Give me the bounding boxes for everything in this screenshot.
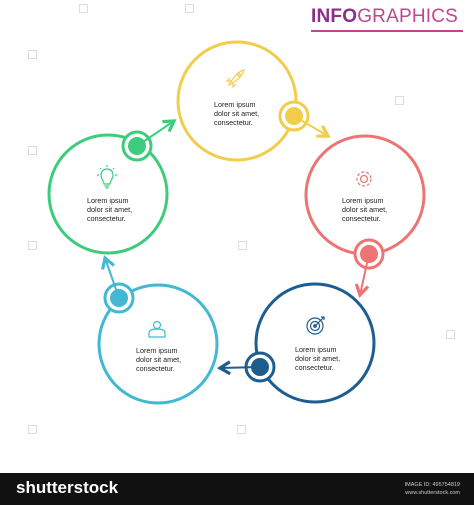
watermark-mark — [28, 241, 37, 250]
step-4-node — [97, 255, 219, 405]
image-id-label: IMAGE ID: 495754819 — [404, 482, 460, 488]
step-5-line-3: consectetur. — [87, 214, 126, 223]
step-3-line-1: Lorem ipsum — [295, 345, 337, 354]
step-3-node — [216, 282, 376, 404]
step-3-line-3: consectetur. — [295, 363, 334, 372]
title-info: INFO — [311, 6, 358, 27]
step-3-text: Lorem ipsum dolor sit amet, consectetur. — [295, 345, 390, 372]
step-4-line-2: dolor sit amet, — [136, 355, 182, 364]
step-3-line-2: dolor sit amet, — [295, 354, 341, 363]
watermark-mark — [237, 425, 246, 434]
step-5-line-2: dolor sit amet, — [87, 205, 133, 214]
step-5-text: Lorem ipsum dolor sit amet, consectetur. — [87, 196, 182, 223]
step-1-line-3: consectetur. — [214, 118, 253, 127]
watermark-mark — [395, 96, 404, 105]
step-4-line-3: consectetur. — [136, 364, 175, 373]
watermark-mark — [28, 50, 37, 59]
target-icon — [306, 316, 325, 335]
shutterstock-logo: shutterstock — [16, 478, 119, 497]
step-2-line-2: dolor sit amet, — [342, 205, 388, 214]
lightbulb-icon — [97, 165, 117, 189]
step-2-node — [304, 134, 426, 299]
watermark-mark — [238, 241, 247, 250]
step-2-line-1: Lorem ipsum — [342, 196, 384, 205]
step-5-node — [47, 119, 177, 255]
step-2-line-3: consectetur. — [342, 214, 381, 223]
cycle-diagram — [47, 40, 426, 405]
watermark-mark — [28, 425, 37, 434]
title-underline — [311, 30, 463, 32]
site-url: www.shutterstock.com — [405, 490, 460, 496]
watermark-mark — [185, 4, 194, 13]
step-1-line-2: dolor sit amet, — [214, 109, 260, 118]
step-5-line-1: Lorem ipsum — [87, 196, 129, 205]
watermark-mark — [446, 330, 455, 339]
step-4-text: Lorem ipsum dolor sit amet, consectetur. — [136, 346, 231, 373]
gear-icon — [356, 171, 372, 187]
title-graphics: GRAPHICS — [357, 6, 459, 27]
rocket-icon — [225, 69, 245, 89]
footer-bar: shutterstock IMAGE ID: 495754819 www.shu… — [0, 473, 474, 505]
step-1-node — [176, 40, 331, 162]
step-1-line-1: Lorem ipsum — [214, 100, 256, 109]
step-1-text: Lorem ipsum dolor sit amet, consectetur. — [214, 100, 309, 127]
infographics-title: INFOGRAPHICS — [311, 6, 458, 28]
image-id: IMAGE ID: 495754819 www.shutterstock.com — [405, 481, 460, 497]
watermark-mark — [79, 4, 88, 13]
person-icon — [148, 320, 166, 338]
step-2-text: Lorem ipsum dolor sit amet, consectetur. — [342, 196, 437, 223]
watermark-mark — [28, 146, 37, 155]
step-4-line-1: Lorem ipsum — [136, 346, 178, 355]
